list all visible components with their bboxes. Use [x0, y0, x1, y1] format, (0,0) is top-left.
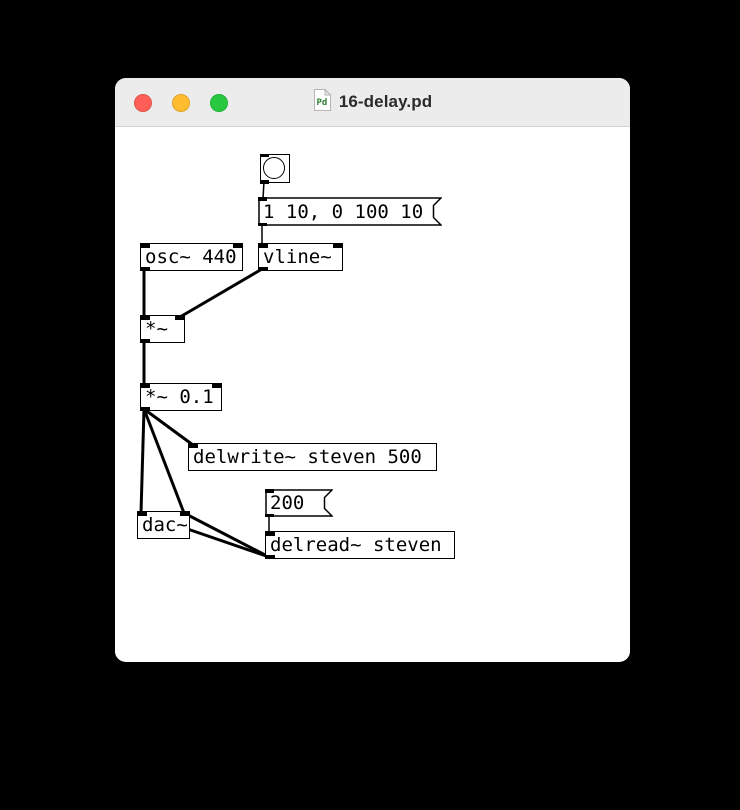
- outlet-nub[interactable]: [141, 406, 150, 410]
- window-titlebar[interactable]: Pd 16-delay.pd: [115, 78, 630, 127]
- object-text: delwrite~ steven 500: [193, 445, 422, 468]
- outlet-nub[interactable]: [141, 266, 150, 270]
- object-box-osc[interactable]: osc~ 440: [140, 243, 243, 271]
- object-text: *~ 0.1: [145, 385, 214, 408]
- inlet-nub[interactable]: [189, 444, 198, 448]
- inlet-nub[interactable]: [141, 316, 150, 320]
- patch-canvas[interactable]: 1 10, 0 100 10 osc~ 440 vline~ *~: [115, 127, 630, 661]
- patch-cord-mulgain-to-delwrite[interactable]: [143, 407, 194, 447]
- inlet-nub[interactable]: [138, 512, 147, 516]
- inlet-nub[interactable]: [175, 316, 184, 320]
- message-box-delay-time[interactable]: 200: [265, 489, 333, 517]
- inlet-nub[interactable]: [259, 244, 268, 248]
- inlet-nub[interactable]: [141, 244, 150, 248]
- object-box-dac[interactable]: dac~: [137, 511, 190, 539]
- object-box-delread[interactable]: delread~ steven: [265, 531, 455, 559]
- patch-cord-delread-to-dac-right[interactable]: [183, 511, 270, 559]
- title-group: Pd 16-delay.pd: [313, 87, 433, 117]
- patch-cord-mulgain-to-dac-right[interactable]: [142, 408, 186, 514]
- svg-text:Pd: Pd: [316, 98, 327, 108]
- object-box-mul[interactable]: *~: [140, 315, 185, 343]
- outlet-nub[interactable]: [141, 338, 150, 342]
- inlet-nub[interactable]: [266, 532, 275, 536]
- bang-button[interactable]: [259, 153, 290, 184]
- inlet-nub[interactable]: [180, 512, 189, 516]
- patch-cord-vline-to-mul-right[interactable]: [179, 267, 263, 319]
- message-box-vline-ramp[interactable]: 1 10, 0 100 10: [258, 197, 442, 226]
- inlet-nub[interactable]: [333, 244, 342, 248]
- outlet-nub[interactable]: [266, 554, 275, 558]
- pd-file-icon: Pd: [313, 87, 332, 117]
- object-text: osc~ 440: [145, 245, 237, 268]
- object-text: *~: [145, 317, 168, 340]
- window-title: 16-delay.pd: [338, 92, 433, 111]
- inlet-nub[interactable]: [258, 197, 267, 201]
- zoom-button[interactable]: [210, 94, 228, 112]
- inlet-nub[interactable]: [212, 384, 221, 388]
- inlet-nub[interactable]: [233, 244, 242, 248]
- inlet-nub[interactable]: [265, 489, 274, 493]
- outlet-nub[interactable]: [259, 266, 268, 270]
- message-text: 200: [270, 492, 305, 514]
- outlet-nub[interactable]: [265, 513, 274, 517]
- object-box-vline[interactable]: vline~: [258, 243, 343, 271]
- object-text: vline~: [263, 245, 332, 268]
- pd-patch-window: Pd 16-delay.pd: [115, 78, 630, 662]
- object-text: delread~ steven: [270, 533, 442, 556]
- patch-cord-bang-to-message[interactable]: [262, 180, 265, 200]
- close-button[interactable]: [134, 94, 152, 112]
- outlet-nub[interactable]: [259, 180, 269, 184]
- patch-cord-mulgain-to-dac-left[interactable]: [139, 408, 146, 514]
- bang-circle: [263, 157, 285, 179]
- object-box-mul-gain[interactable]: *~ 0.1: [140, 383, 222, 411]
- object-text: dac~: [142, 513, 188, 536]
- window-controls: [134, 94, 228, 112]
- object-box-delwrite[interactable]: delwrite~ steven 500: [188, 443, 437, 471]
- inlet-nub[interactable]: [141, 384, 150, 388]
- message-text: 1 10, 0 100 10: [263, 200, 424, 223]
- outlet-nub[interactable]: [258, 222, 267, 226]
- inlet-nub[interactable]: [259, 153, 269, 157]
- minimize-button[interactable]: [172, 94, 190, 112]
